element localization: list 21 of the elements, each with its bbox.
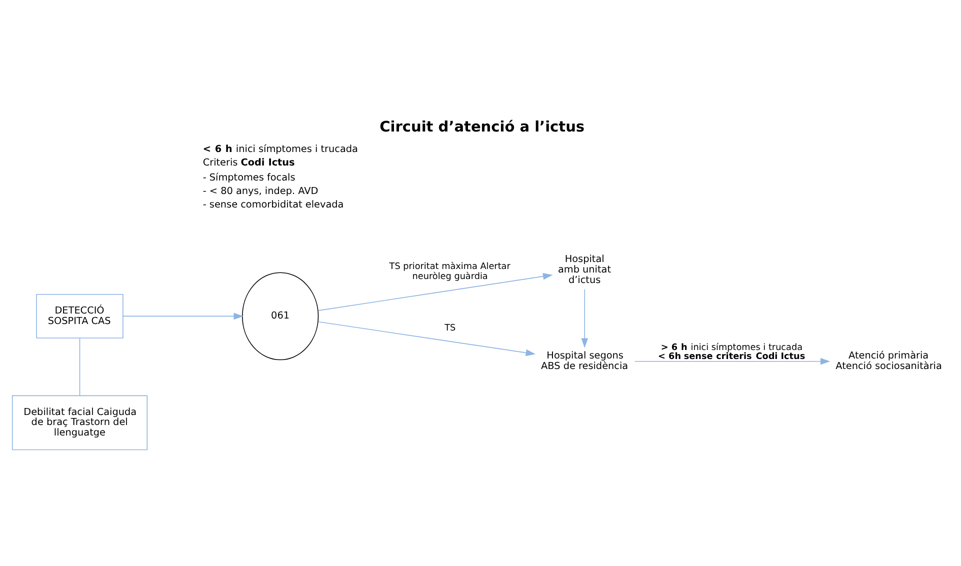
edge-label: TS prioritat màxima Alertar neuròleg guàrdia: [389, 262, 510, 282]
arrow: [318, 320, 536, 356]
label: - sense comorbiditat elevada: [202, 199, 344, 210]
label: - < 80 anys, indep. AVD: [202, 185, 318, 196]
node-text: Hospital amb unitat d’ictus: [558, 254, 612, 286]
arrow: [318, 272, 553, 310]
arrow: [122, 312, 244, 320]
label: < 6 h inici símptomes i trucada: [202, 144, 358, 155]
node-text: Atenció primària Atenció sociosanitària: [836, 350, 942, 372]
edge-label: TS: [444, 323, 456, 334]
arrow: [634, 358, 830, 364]
connector: [79, 337, 80, 396]
label: - Símptomes focals: [202, 172, 296, 183]
node-box: Debilitat facial Caiguda de braç Trastorn del llenguatge: [12, 394, 148, 450]
node-box: DETECCIÓ SOSPITA CAS: [36, 294, 124, 338]
node-text: Hospital segons ABS de residència: [541, 350, 628, 372]
edge-label: > 6 h inici símptomes i trucada < 6h sense criteris Codi Ictus: [658, 342, 806, 362]
arrow: [581, 288, 588, 348]
label: Criteris Codi Ictus: [202, 157, 295, 168]
diagram-title: Circuit d’atenció a l’ictus: [380, 118, 585, 135]
node-ellipse: 061: [242, 272, 319, 360]
